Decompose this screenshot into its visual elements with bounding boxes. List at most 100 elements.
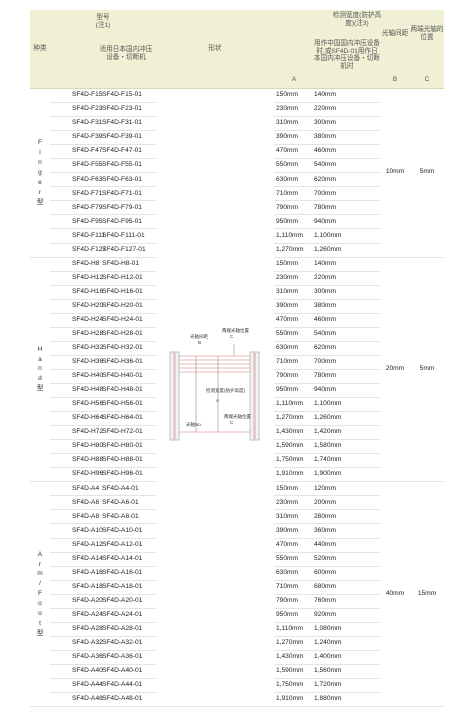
width-a-cell: 310mm: [274, 116, 314, 132]
model-jp-cell: SF4D-A40-01: [98, 664, 156, 679]
width-a-cell: 630mm: [274, 341, 314, 356]
spec-table: 种类 型号(注1) 适用日本国内冲压设备・切断机 形状 检测宽度(防护高度)(注…: [30, 10, 444, 708]
model-jp-cell: SF4D-F23-01: [98, 102, 156, 118]
diagram-pitch-label: 光轴间距: [190, 333, 208, 340]
model-jp-cell: SF4D-F55-01: [98, 158, 156, 174]
type-char: H: [37, 345, 43, 353]
width-a2-cell: 520mm: [314, 552, 380, 567]
width-a-cell: 630mm: [274, 172, 314, 188]
header-model-title: 型号(注1): [95, 14, 111, 29]
header-width-sub: 用作中国国内冲压设备时,或SF4D-01用作日本国内冲压设备・切断机时: [314, 40, 380, 70]
type-char: o: [38, 610, 42, 618]
width-a2-cell: 1,080mm: [314, 622, 380, 637]
width-a-cell: 630mm: [274, 566, 314, 581]
width-a2-cell: 360mm: [314, 523, 380, 539]
model-jp-cell: SF4D-F15-01: [98, 88, 156, 104]
type-char: 型: [36, 385, 44, 393]
model-jp-cell: SF4D-H8-01: [98, 257, 156, 272]
width-a-cell: 310mm: [274, 509, 314, 525]
diagram-pitch-letter: B: [198, 340, 201, 345]
width-a-cell: 230mm: [274, 102, 314, 118]
header-pos: 两端光轴的位置 C: [410, 10, 444, 89]
model-cell: SF4D-F47: [50, 144, 102, 160]
model-cell: SF4D-H8: [50, 257, 99, 272]
width-a-cell: 710mm: [274, 580, 314, 595]
width-a2-cell: 680mm: [314, 580, 380, 595]
width-a-cell: 390mm: [274, 130, 314, 146]
model-cell: SF4D-A16: [50, 566, 103, 581]
pitch-cell: 10mm: [380, 88, 410, 258]
width-a2-cell: 1,240mm: [314, 636, 380, 651]
model-jp-cell: SF4D-F95-01: [98, 214, 156, 230]
width-a-cell: 470mm: [274, 144, 314, 160]
type-char: a: [38, 355, 42, 363]
model-cell: SF4D-F63: [50, 172, 102, 188]
width-a2-cell: 1,260mm: [314, 243, 380, 258]
model-cell: SF4D-H64: [50, 411, 103, 427]
width-a-cell: 1,110mm: [274, 622, 314, 637]
width-a-cell: 1,590mm: [274, 439, 314, 455]
width-a2-cell: 380mm: [314, 130, 380, 146]
pitch-cell: 20mm: [380, 257, 410, 483]
model-cell: SF4D-F31: [50, 116, 102, 132]
header-model-sub: 适用日本国内冲压设备・切断机: [99, 46, 153, 61]
type-char: r: [38, 560, 42, 568]
header-pos-label: 两端光轴的位置: [410, 26, 444, 41]
width-a-cell: 550mm: [274, 158, 314, 174]
type-char: i: [39, 149, 41, 157]
model-cell: SF4D-H56: [50, 397, 103, 413]
model-jp-cell: SF4D-H12-01: [98, 271, 156, 286]
model-cell: SF4D-A12: [50, 538, 103, 553]
model-jp-cell: SF4D-A8-01: [98, 509, 156, 525]
width-a2-cell: 220mm: [314, 102, 380, 118]
width-a-cell: 390mm: [274, 299, 314, 314]
model-jp-cell: SF4D-F31-01: [98, 116, 156, 132]
model-jp-cell: SF4D-A16-01: [98, 566, 156, 581]
model-cell: SF4D-F111: [50, 228, 105, 244]
header-width-title: 检测宽度(防护高度)(注3): [332, 12, 382, 27]
model-jp-cell: SF4D-A36-01: [98, 650, 156, 665]
model-cell: SF4D-A32: [50, 636, 103, 651]
width-a-cell: 790mm: [274, 200, 314, 216]
model-jp-cell: SF4D-H80-01: [98, 439, 156, 455]
model-jp-cell: SF4D-F111-01: [98, 228, 156, 244]
model-cell: SF4D-H96: [50, 467, 103, 483]
model-jp-cell: SF4D-H56-01: [98, 397, 156, 413]
model-cell: SF4D-F95: [50, 214, 102, 230]
header-width: 检测宽度(防护高度)(注3) 用作中国国内冲压设备时,或SF4D-01用作日本国…: [274, 10, 382, 89]
model-jp-cell: SF4D-H88-01: [98, 453, 156, 469]
pitch-cell: 40mm: [380, 481, 410, 708]
model-jp-cell: SF4D-F127-01: [98, 243, 156, 258]
model-cell: SF4D-H40: [50, 369, 103, 384]
model-jp-cell: SF4D-A44-01: [98, 678, 156, 694]
width-a2-cell: 300mm: [314, 116, 380, 132]
model-jp-cell: SF4D-H24-01: [98, 313, 156, 328]
width-a-cell: 1,910mm: [274, 467, 314, 483]
model-jp-cell: SF4D-H40-01: [98, 369, 156, 384]
model-jp-cell: SF4D-A24-01: [98, 608, 156, 623]
type-char: n: [38, 158, 42, 166]
model-jp-cell: SF4D-A4-01: [98, 481, 156, 497]
pos-cell: 5mm: [410, 257, 444, 483]
model-cell: SF4D-H20: [50, 299, 103, 314]
model-jp-cell: SF4D-A10-01: [98, 523, 156, 539]
